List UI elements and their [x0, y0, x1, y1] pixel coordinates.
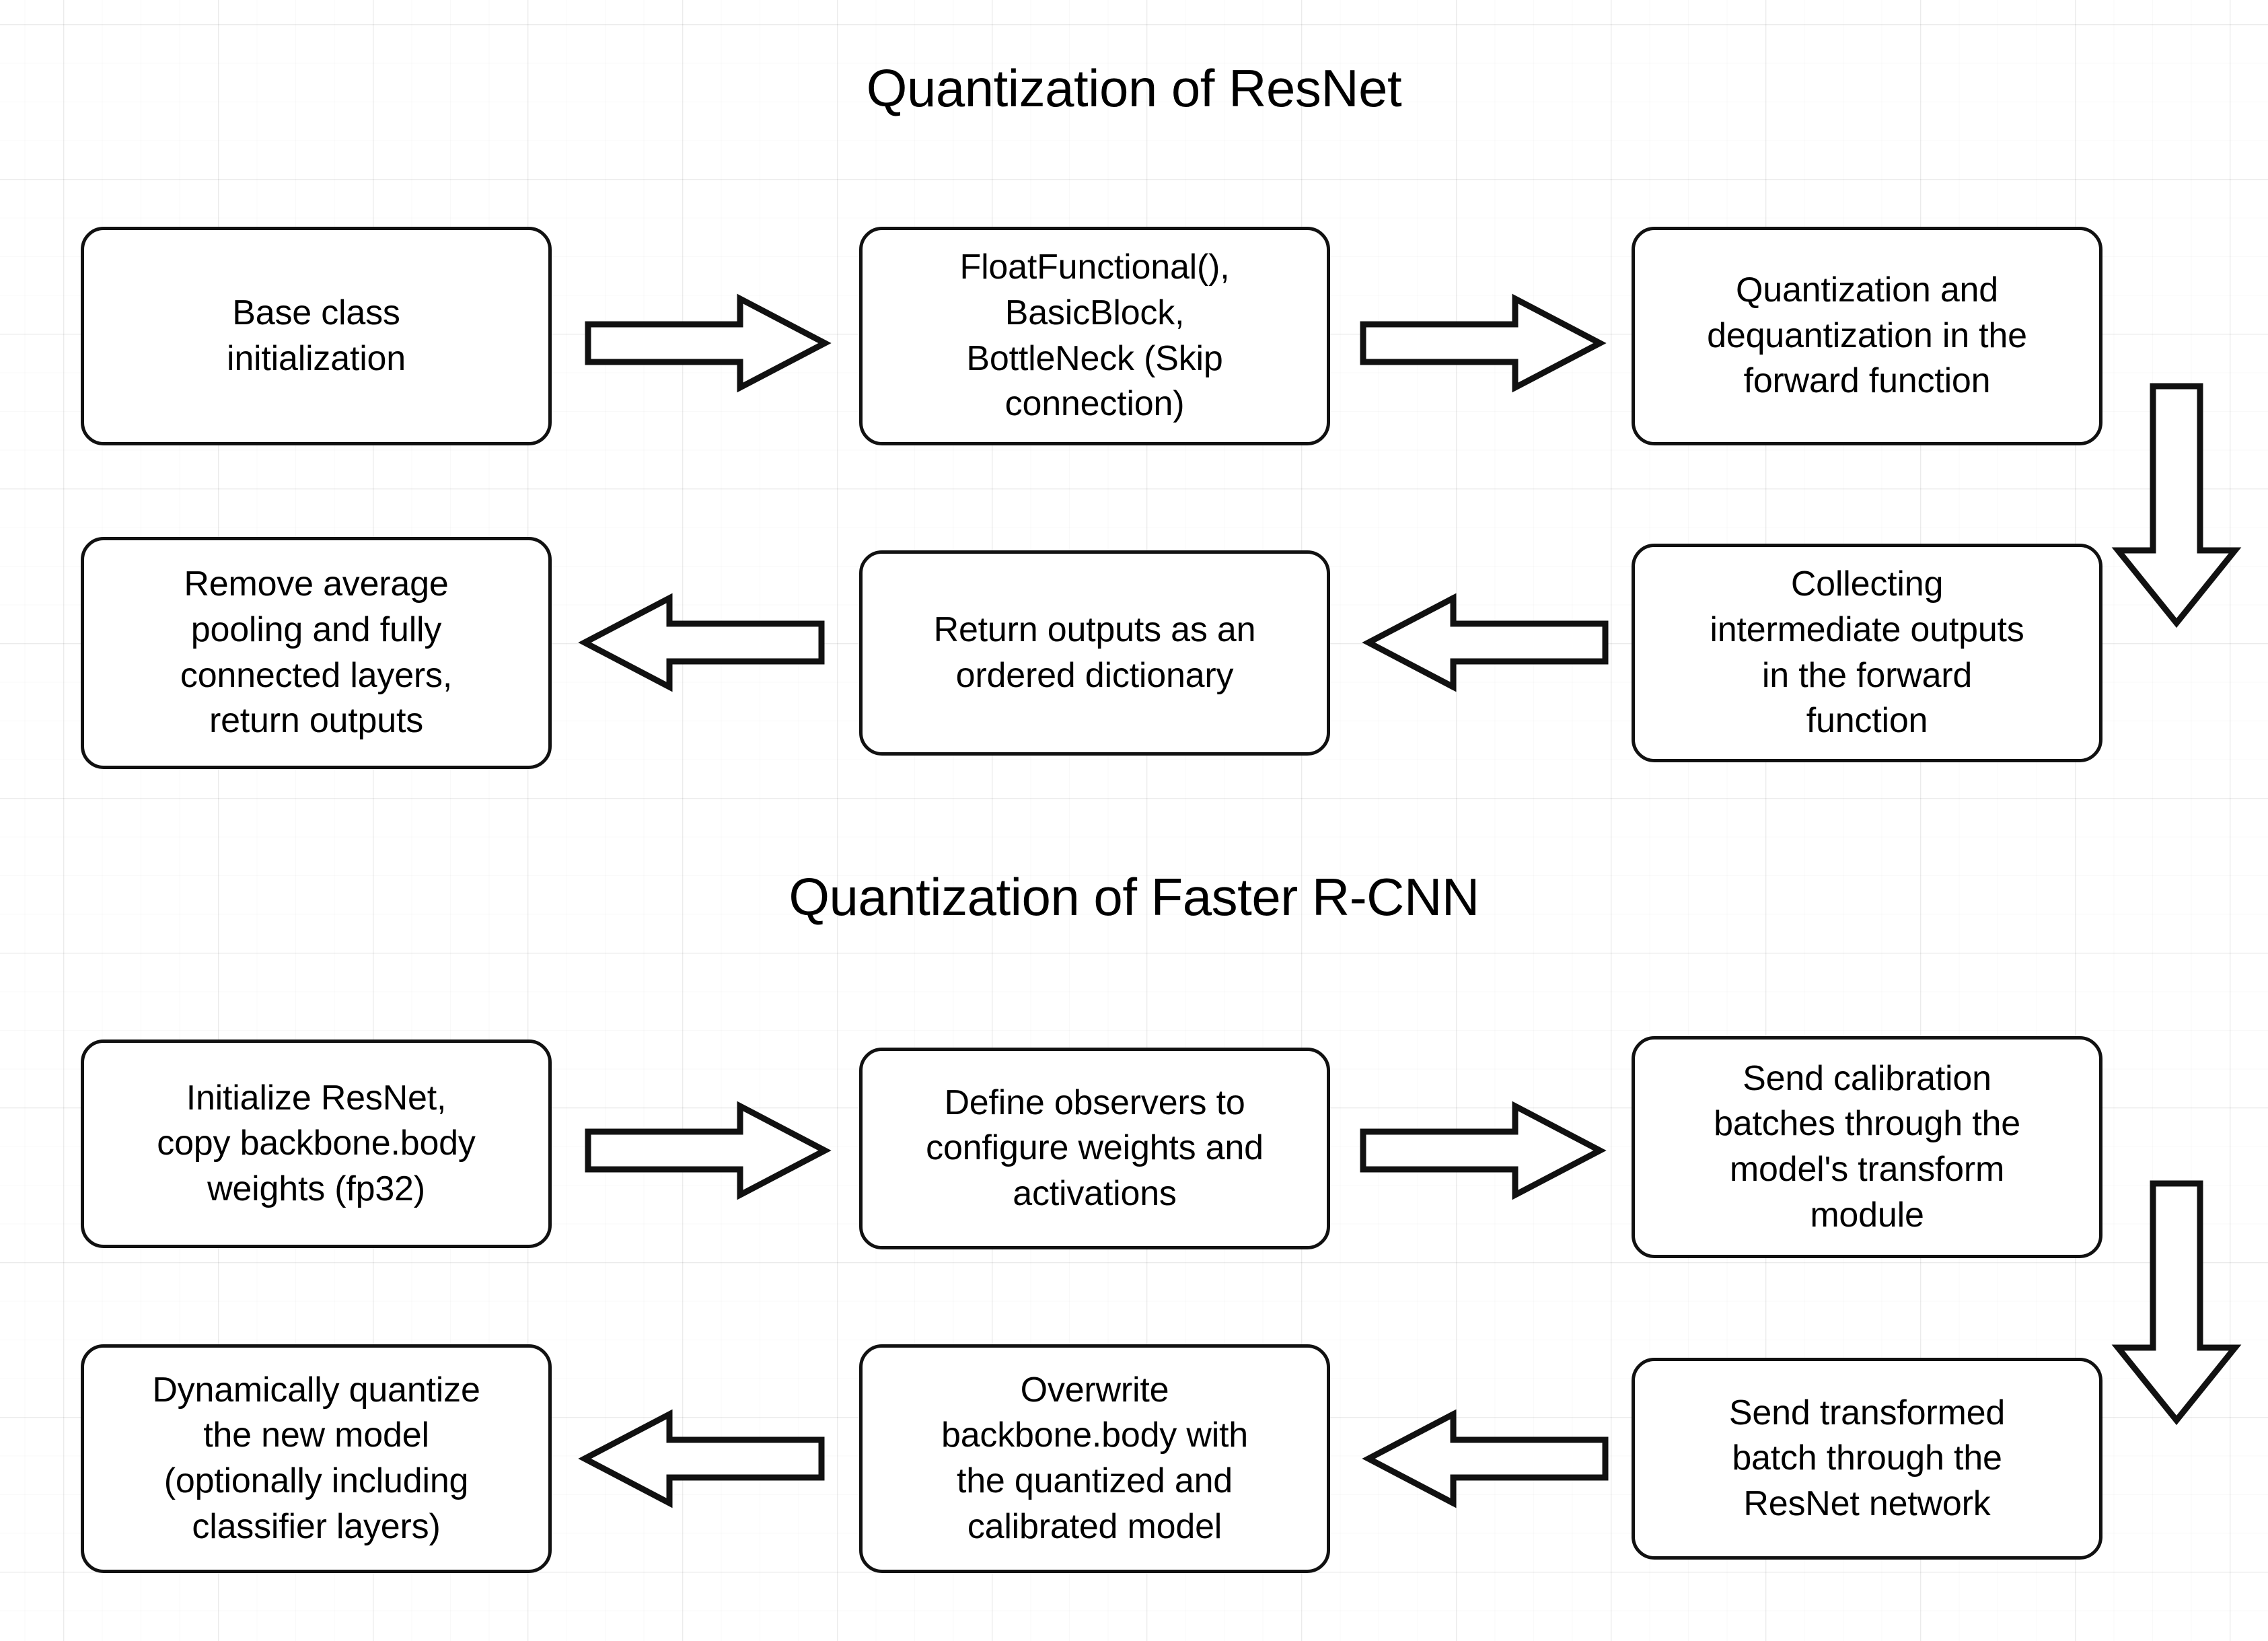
node-send-calibration-batches[interactable]: Send calibration batches through the mod…: [1632, 1036, 2102, 1258]
section-title-faster-rcnn: Quantization of Faster R-CNN: [789, 867, 1479, 926]
arrow-left-f4-to-f5: [1362, 1409, 1609, 1508]
node-remove-avgpool-fc-return-outputs[interactable]: Remove average pooling and fully connect…: [81, 537, 552, 769]
arrow-left-r4-to-r5: [1362, 593, 1609, 692]
node-quantization-dequantization-forward[interactable]: Quantization and dequantization in the f…: [1632, 227, 2102, 445]
node-collecting-intermediate-outputs[interactable]: Collecting intermediate outputs in the f…: [1632, 544, 2102, 762]
arrow-left-r5-to-r6: [578, 593, 825, 692]
node-dynamically-quantize-new-model[interactable]: Dynamically quantize the new model (opti…: [81, 1344, 552, 1573]
node-send-transformed-batch[interactable]: Send transformed batch through the ResNe…: [1632, 1358, 2102, 1560]
arrow-right-r2-to-r3: [1360, 293, 1607, 393]
node-return-outputs-ordered-dictionary[interactable]: Return outputs as an ordered dictionary: [859, 550, 1330, 756]
arrow-right-f2-to-f3: [1360, 1101, 1607, 1200]
node-base-class-initialization[interactable]: Base class initialization: [81, 227, 552, 445]
section-title-resnet: Quantization of ResNet: [866, 59, 1402, 118]
node-initialize-resnet-copy-weights[interactable]: Initialize ResNet, copy backbone.body we…: [81, 1040, 552, 1248]
arrow-down-r3-to-r4: [2111, 383, 2242, 628]
node-overwrite-backbone-body[interactable]: Overwrite backbone.body with the quantiz…: [859, 1344, 1330, 1573]
node-floatfunctional-basicblock-bottleneck[interactable]: FloatFunctional(), BasicBlock, BottleNec…: [859, 227, 1330, 445]
arrow-right-r1-to-r2: [585, 293, 832, 393]
arrow-right-f1-to-f2: [585, 1101, 832, 1200]
arrow-left-f5-to-f6: [578, 1409, 825, 1508]
arrow-down-f3-to-f4: [2111, 1180, 2242, 1426]
node-define-observers[interactable]: Define observers to configure weights an…: [859, 1048, 1330, 1249]
